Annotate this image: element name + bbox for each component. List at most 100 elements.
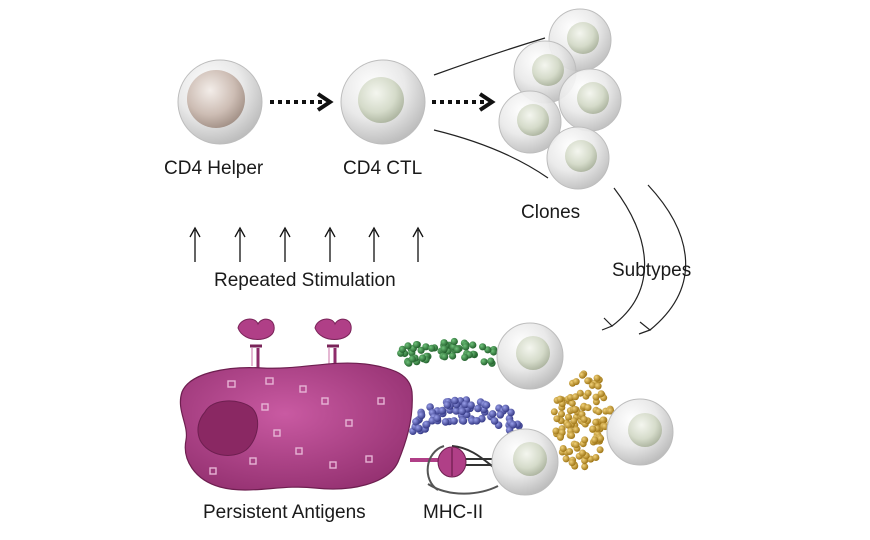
granule-dot (572, 393, 579, 401)
granule-dot (418, 354, 427, 362)
granule-dot (568, 399, 576, 407)
granule-dot (589, 425, 597, 433)
repeated-stimulation-label: Repeated Stimulation (214, 270, 396, 291)
expansion-line-top (433, 37, 546, 76)
granule-dot (579, 449, 586, 457)
expansion-line-bottom (433, 129, 549, 179)
antigen-presenting-cell (179, 318, 440, 491)
granule-dot (559, 445, 567, 452)
subtype-arrowhead-icon (638, 321, 652, 335)
up-arrow-icon (368, 226, 380, 262)
blue-granule-cluster (409, 396, 523, 436)
cd4-ctl-cell (340, 59, 426, 145)
granule-dot (408, 355, 416, 363)
clone-cluster (498, 8, 622, 190)
granule-dot (484, 346, 492, 354)
granule-dot (412, 418, 420, 426)
clone-cell (498, 90, 562, 154)
granule-dot (461, 400, 470, 409)
cd4-ctl-label: CD4 CTL (343, 158, 423, 179)
granule-dot (428, 344, 436, 352)
cd4-helper-label: CD4 Helper (164, 158, 264, 179)
receptor-icon (314, 318, 352, 368)
granule-dot (571, 405, 579, 413)
up-arrow-icon (279, 226, 291, 262)
granule-dot (404, 342, 412, 350)
granule-dot (458, 407, 467, 416)
granule-dot (507, 408, 515, 417)
granule-dot (607, 407, 615, 415)
granule-dot (501, 404, 510, 413)
granule-dot (572, 426, 580, 434)
granule-dot (599, 416, 607, 424)
granule-dot (412, 341, 421, 349)
granule-dot (568, 459, 576, 467)
granule-dot (440, 339, 448, 347)
granule-dot (438, 406, 447, 415)
granule-dot (594, 382, 602, 390)
granule-dot (584, 389, 592, 397)
up-arrow-icon (324, 226, 336, 262)
granule-dot (597, 435, 605, 443)
mhc-ii-label: MHC-II (423, 502, 484, 523)
granule-dot (566, 448, 574, 455)
granule-dot (487, 357, 495, 365)
granule-dot (509, 420, 517, 429)
subtype-arrowhead-icon (601, 317, 614, 331)
granule-dot (592, 454, 600, 461)
granule-dot (459, 417, 468, 425)
granule-dot (558, 410, 565, 418)
granule-dot (578, 371, 586, 379)
granule-dot (462, 343, 470, 351)
granule-dot (482, 401, 491, 409)
clones-label: Clones (521, 202, 581, 223)
granule-dot (564, 421, 572, 429)
granule-dot (422, 420, 431, 429)
granule-dot (556, 433, 564, 441)
granule-dot (480, 358, 488, 366)
subtype-cell-blue (491, 428, 559, 496)
granule-dot (467, 401, 475, 410)
green-granule-cluster (397, 337, 498, 367)
granule-dot (584, 404, 592, 412)
subtype-arrows (601, 184, 687, 335)
receptor-icon (237, 318, 275, 368)
granule-dot (454, 346, 462, 354)
granule-dot (449, 352, 457, 360)
granule-dot (452, 407, 461, 415)
granule-dot (588, 381, 596, 389)
subtypes-label: Subtypes (612, 260, 692, 281)
granule-dot (591, 436, 599, 444)
granule-dot (488, 410, 497, 418)
granule-dot (441, 418, 450, 426)
granule-dot (581, 436, 589, 444)
granule-dot (550, 408, 558, 416)
granule-dot (450, 337, 458, 346)
granule-dot (496, 411, 505, 419)
granule-dot (479, 343, 487, 351)
granule-dot (595, 408, 603, 416)
granule-dot (417, 346, 425, 354)
granule-dot (568, 432, 576, 439)
granule-dot (580, 415, 588, 423)
granule-dot (581, 463, 589, 471)
granule-dot (597, 390, 605, 398)
granule-dot (474, 404, 482, 413)
granule-dot (572, 378, 580, 386)
granule-dot (593, 374, 601, 382)
ctl-to-clones-arrow-icon (432, 92, 496, 112)
granule-dot (570, 417, 578, 425)
granule-dot (566, 394, 574, 401)
granule-dot (440, 345, 448, 353)
granule-dot (469, 341, 477, 349)
granule-dot (461, 353, 469, 361)
granule-dot (562, 455, 570, 463)
gold-granule-cluster (550, 370, 617, 471)
granule-dot (584, 377, 592, 385)
granule-dot (565, 413, 572, 421)
granule-dot (451, 396, 459, 405)
up-arrow-icon (234, 226, 246, 262)
helper-to-ctl-arrow-icon (270, 92, 334, 112)
subtype-cell-gold (606, 398, 674, 466)
